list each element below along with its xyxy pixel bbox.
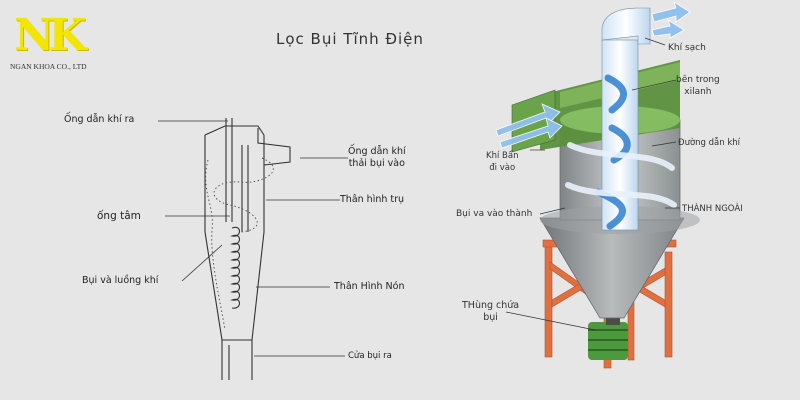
swirl-path-left (205, 159, 226, 331)
label-dirty-air-line2: đi vào (489, 163, 516, 173)
cone-outline (204, 231, 265, 341)
label-center-pipe: ống tâm (97, 210, 141, 222)
leader-inside-cylinder (631, 79, 677, 91)
outlet-bend (601, 7, 651, 45)
dirty-air-arrow-2 (499, 117, 563, 149)
bottom-outlet (221, 339, 253, 380)
leader-clean-air (644, 37, 666, 46)
label-inlet-pipe: Ống dẫn khí thải bụi vào (348, 146, 406, 170)
inlet-duct (257, 128, 291, 166)
leader-dust-bin (505, 311, 596, 331)
swirl-inner-1 (604, 74, 627, 114)
label-dust-bin-line2: bụi (483, 312, 498, 323)
logo-company-name: NGAN KHOA CO., LTD (10, 62, 87, 71)
clean-air-arrow-2 (651, 19, 685, 39)
label-duct: Đường dẫn khí (678, 138, 741, 148)
stand-leg-right (664, 251, 673, 358)
logo-mark: NK (14, 10, 87, 61)
label-dust-outlet: Cửa bụi ra (348, 351, 392, 361)
inner-tube (241, 145, 249, 232)
swirl-outer-2 (565, 182, 677, 208)
label-outlet-pipe: Ống dẫn khí ra (64, 114, 135, 125)
clean-air-arrow-1 (651, 1, 691, 23)
label-clean-air: Khí sạch (668, 43, 706, 53)
label-inside-cylinder-line1: bên trong (676, 75, 720, 85)
label-inlet-pipe-line2: thải bụi vào (348, 158, 405, 169)
leader-dust-airflow (181, 244, 223, 282)
company-logo: NK NGAN KHOA CO., LTD (8, 8, 118, 78)
outlet-pipe (225, 118, 233, 222)
label-cone-body: Thân Hình Nón (334, 281, 405, 292)
stand-leg-left (544, 244, 553, 358)
label-dirty-air: Khí Bẩn đi vào (486, 150, 518, 174)
label-inlet-pipe-line1: Ống dẫn khí (348, 146, 406, 157)
label-dust-to-wall: Bụi va vào thành (456, 209, 533, 219)
page-title: Lọc Bụi Tĩnh Điện (276, 30, 424, 48)
label-dust-bin: THùng chứa bụi (462, 300, 519, 324)
swirl-coils (230, 226, 241, 309)
swirl-outer-1 (567, 142, 675, 171)
label-dirty-air-line1: Khí Bẩn (486, 151, 519, 161)
label-dust-bin-line1: THùng chứa (462, 300, 520, 311)
label-inside-cylinder-line2: xilanh (684, 87, 712, 97)
leader-duct (651, 141, 677, 147)
label-dust-airflow: Bụi và luồng khí (82, 275, 159, 286)
label-inside-cylinder: bên trong xilanh (676, 74, 720, 98)
dust-bin (588, 315, 628, 360)
leader-dust-wall (539, 207, 566, 215)
dirty-air-arrow-1 (495, 103, 561, 137)
top-cap (204, 125, 265, 136)
label-outer-wall: THÀNH NGOÀI (682, 204, 743, 214)
label-cylinder-body: Thân hình trụ (340, 194, 405, 205)
